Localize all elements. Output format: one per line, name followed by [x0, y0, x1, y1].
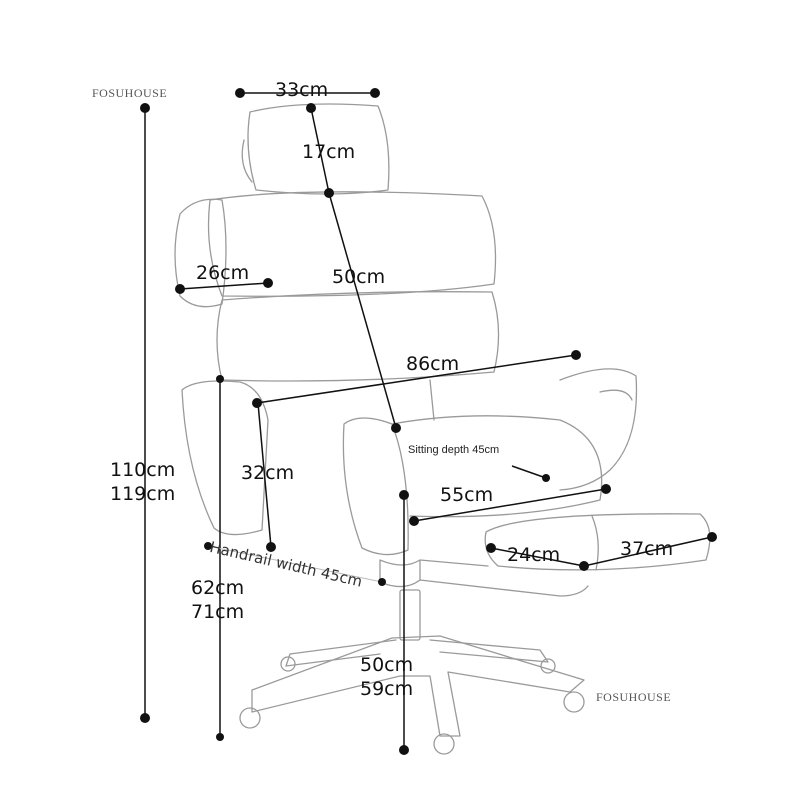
total-height-max: 119cm	[110, 483, 176, 505]
dot	[140, 713, 150, 723]
dot	[399, 745, 409, 755]
dot	[266, 542, 276, 552]
line-footrest-width	[583, 536, 713, 567]
dot	[324, 188, 334, 198]
line-wing-width	[179, 282, 269, 290]
sitting-depth-label: Sitting depth 45cm	[408, 444, 500, 456]
footrest-outline	[484, 513, 711, 571]
caster-back-left	[280, 656, 296, 672]
line-handrail-width	[207, 545, 383, 583]
total-height-label: 110cm 119cm	[110, 458, 175, 506]
dimension-lines	[144, 92, 713, 750]
dot	[235, 88, 245, 98]
base-height-max: 59cm	[360, 678, 414, 700]
dot	[378, 578, 386, 586]
total-height-min: 110cm	[110, 459, 176, 481]
diagonal-length-label: 86cm	[406, 353, 460, 375]
line-seat-width	[413, 488, 607, 522]
wing-width-label: 26cm	[196, 262, 250, 284]
dot	[252, 398, 262, 408]
upper-back-outline	[207, 191, 497, 297]
base-star	[251, 635, 585, 737]
seat-mechanism	[379, 559, 421, 588]
dot	[175, 284, 185, 294]
dot	[579, 561, 589, 571]
seat-height-min: 62cm	[191, 577, 245, 599]
headrest-width-label: 33cm	[275, 79, 329, 101]
right-side-panel-outline	[559, 368, 638, 491]
footrest-depth-label: 24cm	[507, 544, 561, 566]
gas-cylinder	[399, 589, 421, 641]
brand-label-bottom: FOSUHOUSE	[596, 690, 672, 704]
dot	[486, 543, 496, 553]
headrest-height-label: 17cm	[302, 141, 356, 163]
caster-back-right	[540, 658, 556, 674]
backrest-height-label: 50cm	[332, 266, 386, 288]
left-armrest-outline	[181, 380, 269, 536]
line-headrest-height	[310, 107, 330, 194]
dot	[571, 350, 581, 360]
line-backrest-height	[328, 192, 397, 429]
back-post	[429, 379, 435, 421]
brand-label-top: FOSUHOUSE	[92, 86, 168, 100]
dot	[306, 103, 316, 113]
dimension-endpoints	[140, 88, 717, 755]
dot	[601, 484, 611, 494]
base-right-leg	[429, 639, 549, 663]
seat-cushion-outline	[391, 415, 603, 518]
dot	[391, 423, 401, 433]
seat-width-label: 55cm	[440, 484, 494, 506]
dot	[370, 88, 380, 98]
headrest-strap	[241, 139, 253, 183]
dot	[216, 733, 224, 741]
caster-front-left	[239, 707, 261, 729]
dot	[542, 474, 550, 482]
chair-outline	[174, 103, 711, 755]
line-footrest-depth	[490, 547, 585, 567]
line-diagonal	[256, 354, 577, 404]
dot	[263, 278, 273, 288]
mid-back-outline	[216, 291, 500, 382]
seat-height-label: 62cm 71cm	[191, 576, 244, 624]
dot	[399, 490, 409, 500]
footrest-seam	[591, 515, 599, 571]
left-wing-outline	[174, 198, 227, 308]
headrest-outline	[247, 103, 390, 195]
line-armrest-height	[257, 402, 272, 548]
base-height-label: 50cm 59cm	[360, 653, 413, 701]
footrest-width-label: 37cm	[620, 538, 674, 560]
dot	[216, 375, 224, 383]
caster-right	[563, 691, 585, 713]
footrest-rail	[419, 559, 589, 597]
base-height-min: 50cm	[360, 654, 414, 676]
dot	[140, 103, 150, 113]
armrest-height-label: 32cm	[241, 462, 295, 484]
dot	[409, 516, 419, 526]
seat-height-max: 71cm	[191, 601, 245, 623]
dot	[707, 532, 717, 542]
right-side-inner	[599, 389, 633, 401]
base-back-leg	[285, 639, 397, 667]
line-sitting-depth	[511, 465, 547, 479]
caster-front-center	[433, 733, 455, 755]
dot	[204, 542, 212, 550]
right-armrest-outline	[342, 417, 409, 556]
